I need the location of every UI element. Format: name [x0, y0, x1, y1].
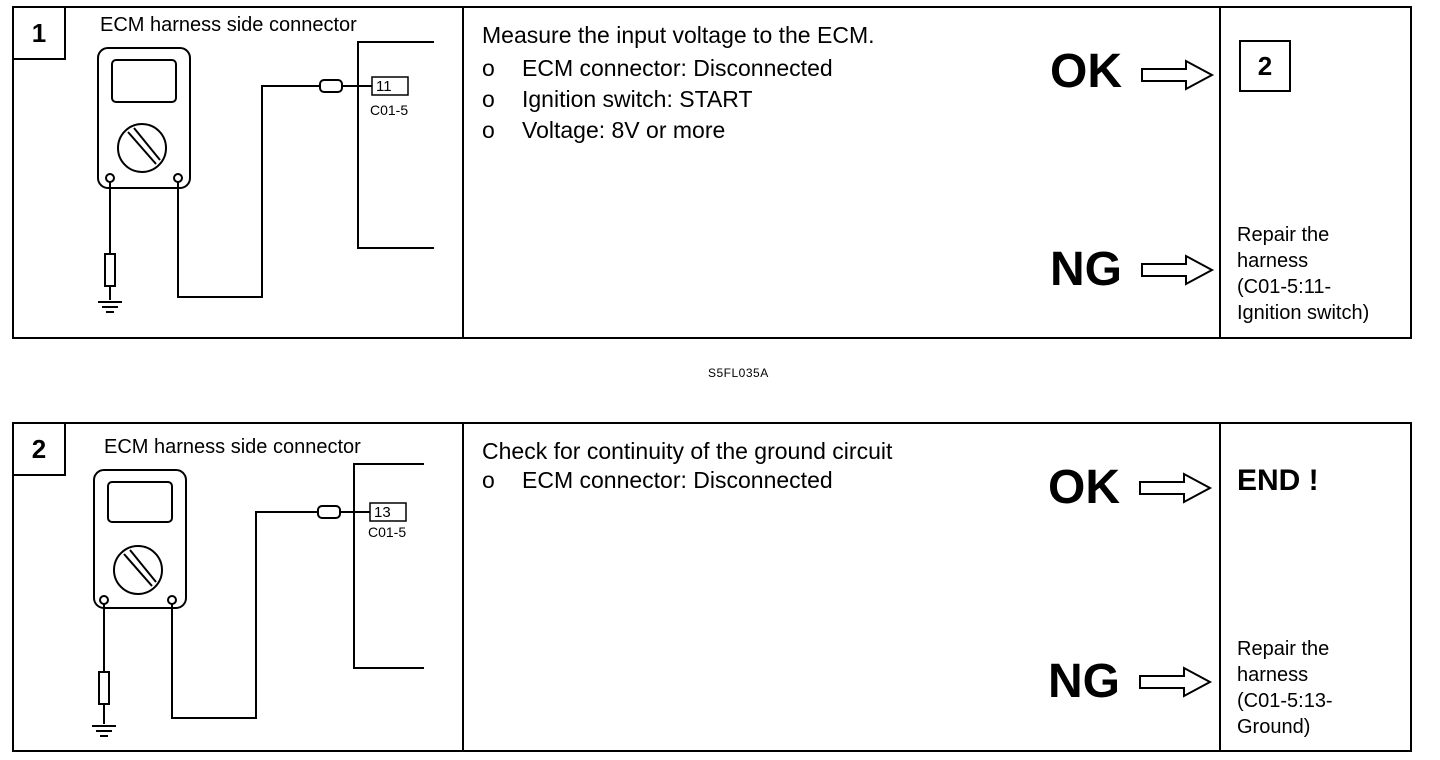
ng-label: NG: [1050, 243, 1122, 296]
step-1-panel: 1 ECM harness side connector: [12, 6, 1412, 339]
step-1-diagram: 1 ECM harness side connector: [14, 8, 464, 337]
harness-connector-outline: [353, 463, 424, 669]
step-2-results: END ! Repair the harness (C01-5:13- Grou…: [1219, 424, 1410, 750]
ng-arrow-icon: [1139, 666, 1213, 698]
end-label: END !: [1237, 464, 1319, 497]
probe-wires: [98, 79, 372, 313]
ng-repair-instruction: Repair the harness (C01-5:11- Ignition s…: [1237, 224, 1370, 324]
ok-arrow-icon: [1139, 472, 1213, 504]
connector-title: ECM harness side connector: [104, 436, 361, 458]
step-1-results: 2 Repair the harness (C01-5:11- Ignition…: [1219, 8, 1410, 337]
next-step-box: 2: [1239, 40, 1291, 92]
step-2-diagram: 2 ECM harness side connector: [14, 424, 464, 750]
step-2-panel: 2 ECM harness side connector: [12, 422, 1412, 752]
harness-connector-outline: [357, 41, 434, 249]
pin-number-label: 11: [376, 78, 392, 95]
figure-code: S5FL035A: [708, 366, 769, 380]
ok-arrow-icon: [1141, 59, 1215, 91]
step-heading: Measure the input voltage to the ECM.: [482, 22, 875, 48]
ng-repair-instruction: Repair the harness (C01-5:13- Ground): [1237, 638, 1333, 738]
ok-label: OK: [1048, 461, 1120, 514]
probe-wires: [92, 505, 370, 737]
pin-number-label: 13: [374, 504, 391, 521]
step-heading: Check for continuity of the ground circu…: [482, 438, 893, 464]
ok-label: OK: [1050, 45, 1122, 98]
multimeter-diagram: 13 C01-5: [92, 463, 424, 737]
ng-arrow-icon: [1141, 254, 1215, 286]
step-2-instructions: Check for continuity of the ground circu…: [464, 424, 1219, 750]
step-number: 1: [14, 8, 66, 60]
connector-id-label: C01-5: [370, 102, 408, 118]
connector-id-label: C01-5: [368, 524, 406, 540]
multimeter-icon: [93, 469, 187, 609]
multimeter-diagram: 11 C01-5: [97, 41, 434, 313]
step-number: 2: [14, 424, 66, 476]
connector-title: ECM harness side connector: [100, 14, 357, 36]
ng-label: NG: [1048, 655, 1120, 708]
multimeter-icon: [97, 47, 191, 189]
